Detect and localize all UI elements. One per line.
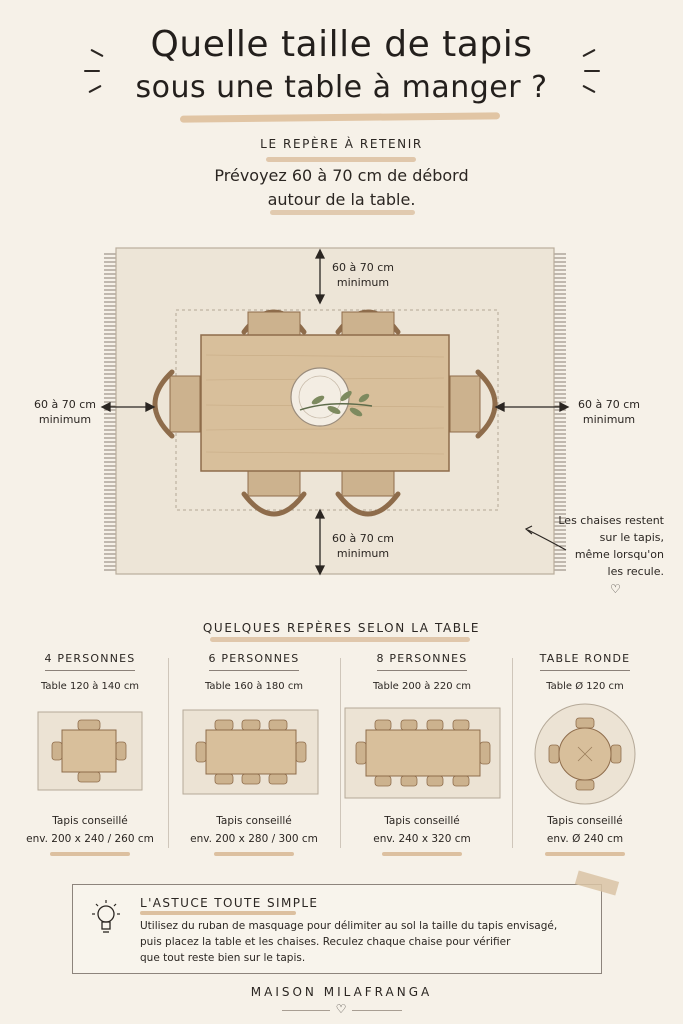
table-size: Table 120 à 140 cm bbox=[40, 681, 140, 692]
column-heading-line bbox=[377, 670, 467, 671]
bottom-margin-min: minimum bbox=[336, 547, 390, 560]
brand-name: MAISON MILAFRANGA bbox=[250, 985, 433, 999]
column-heading: 4 PERSONNES bbox=[44, 652, 136, 665]
table-size: Table 200 à 220 cm bbox=[372, 681, 472, 692]
chair-left bbox=[152, 369, 201, 439]
tip-box bbox=[72, 884, 602, 974]
table-wood-grain bbox=[205, 354, 445, 455]
chairs-note: Les chaises restent sur le tapis, même l… bbox=[556, 512, 664, 580]
guide-column-round-table: TABLE RONDE Table Ø 120 cm bbox=[510, 652, 660, 707]
rug-caption-round-table: Tapis conseillé env. Ø 240 cm bbox=[510, 812, 660, 856]
rug-size: env. 200 x 240 / 260 cm bbox=[26, 833, 154, 845]
guide-title: QUELQUES REPÈRES SELON LA TABLE bbox=[202, 621, 481, 635]
table-size: Table Ø 120 cm bbox=[546, 681, 624, 692]
caption-underline bbox=[545, 852, 625, 856]
tip-line-3: que tout reste bien sur le tapis. bbox=[140, 952, 306, 964]
mini-diagram-8-persons bbox=[344, 707, 501, 799]
bottom-margin-label: 60 à 70 cm minimum bbox=[320, 531, 406, 561]
tip-line-2: puis placez la table et les chaises. Rec… bbox=[140, 936, 511, 948]
mini-diagram-round-table bbox=[534, 703, 636, 805]
column-heading-line bbox=[45, 670, 135, 671]
caption-underline bbox=[50, 852, 130, 856]
chair-right bbox=[449, 369, 498, 439]
rule-kicker-underline bbox=[266, 157, 416, 162]
caption-underline bbox=[382, 852, 462, 856]
left-margin-min: minimum bbox=[38, 413, 92, 426]
left-margin-label: 60 à 70 cm minimum bbox=[22, 397, 108, 427]
rule-line-2: autour de la table. bbox=[267, 190, 416, 209]
mini-diagrams bbox=[37, 703, 636, 805]
heart-icon: ♡ bbox=[610, 582, 621, 596]
rule-kicker: LE REPÈRE À RETENIR bbox=[260, 137, 423, 151]
note-arrow-head bbox=[524, 525, 533, 535]
top-margin-value: 60 à 70 cm bbox=[332, 261, 394, 274]
chair-bottom-right bbox=[335, 469, 401, 517]
tip-text: Utilisez du ruban de masquage pour délim… bbox=[140, 918, 590, 966]
column-separator-2 bbox=[340, 658, 341, 848]
mini-diagram-4-persons bbox=[37, 711, 143, 791]
guide-column-4-persons: 4 PERSONNES Table 120 à 140 cm bbox=[15, 652, 165, 707]
chairs-note-line-1: Les chaises restent bbox=[558, 514, 664, 527]
rug-fringe-left bbox=[104, 252, 116, 572]
mini-diagram-6-persons bbox=[182, 709, 319, 795]
top-margin-min: minimum bbox=[336, 276, 390, 289]
rule-underline bbox=[270, 210, 415, 215]
rug-caption-8-persons: Tapis conseillé env. 240 x 320 cm bbox=[347, 812, 497, 856]
title-underline bbox=[179, 112, 501, 123]
rug-label: Tapis conseillé bbox=[547, 815, 623, 827]
chair-top-left bbox=[241, 309, 307, 339]
footer-heart-icon: ♡ bbox=[330, 1002, 352, 1016]
table-size: Table 160 à 180 cm bbox=[204, 681, 304, 692]
chairs-note-line-4: les recule. bbox=[607, 565, 664, 578]
rug-size: env. 200 x 280 / 300 cm bbox=[190, 833, 318, 845]
rug-label: Tapis conseillé bbox=[52, 815, 128, 827]
plate-rim bbox=[298, 375, 342, 419]
column-heading-line bbox=[540, 670, 630, 671]
rule-line-1: Prévoyez 60 à 70 cm de débord bbox=[214, 166, 469, 185]
rug-fringe-right bbox=[554, 252, 566, 572]
chairs-note-line-2: sur le tapis, bbox=[599, 531, 664, 544]
lightbulb-icon bbox=[92, 900, 120, 933]
top-margin-label: 60 à 70 cm minimum bbox=[320, 260, 406, 290]
spark-left-2 bbox=[84, 70, 100, 72]
guide-title-underline bbox=[210, 637, 470, 642]
column-heading: 8 PERSONNES bbox=[376, 652, 468, 665]
page-title: Quelle taille de tapis bbox=[150, 24, 533, 65]
right-margin-value: 60 à 70 cm bbox=[578, 398, 640, 411]
rug-label: Tapis conseillé bbox=[216, 815, 292, 827]
spark-right-2 bbox=[584, 70, 600, 72]
column-heading: 6 PERSONNES bbox=[208, 652, 300, 665]
tip-title: L'ASTUCE TOUTE SIMPLE bbox=[140, 896, 319, 910]
page-subtitle: sous une table à manger ? bbox=[135, 70, 548, 105]
column-heading-line bbox=[209, 670, 299, 671]
caption-underline bbox=[214, 852, 294, 856]
tip-line-1: Utilisez du ruban de masquage pour délim… bbox=[140, 920, 558, 932]
guide-column-6-persons: 6 PERSONNES Table 160 à 180 cm bbox=[179, 652, 329, 707]
tip-title-underline bbox=[140, 911, 296, 915]
rug-size: env. 240 x 320 cm bbox=[373, 833, 471, 845]
chair-top-right bbox=[335, 309, 401, 339]
column-heading: TABLE RONDE bbox=[539, 652, 631, 665]
bottom-margin-value: 60 à 70 cm bbox=[332, 532, 394, 545]
column-separator-1 bbox=[168, 658, 169, 848]
left-margin-value: 60 à 70 cm bbox=[34, 398, 96, 411]
right-margin-label: 60 à 70 cm minimum bbox=[566, 397, 652, 427]
rule-text: Prévoyez 60 à 70 cm de débord autour de … bbox=[0, 164, 683, 212]
guide-column-8-persons: 8 PERSONNES Table 200 à 220 cm bbox=[347, 652, 497, 707]
rug-label: Tapis conseillé bbox=[384, 815, 460, 827]
rug-caption-4-persons: Tapis conseillé env. 200 x 240 / 260 cm bbox=[15, 812, 165, 856]
rug-size: env. Ø 240 cm bbox=[546, 833, 624, 845]
chairs-note-line-3: même lorsqu'on bbox=[574, 548, 664, 561]
rug-diagram bbox=[100, 247, 570, 576]
note-arrow bbox=[527, 529, 567, 551]
right-margin-min: minimum bbox=[582, 413, 636, 426]
rug-caption-6-persons: Tapis conseillé env. 200 x 280 / 300 cm bbox=[179, 812, 329, 856]
column-separator-3 bbox=[512, 658, 513, 848]
olive-branch-icon bbox=[299, 390, 373, 417]
